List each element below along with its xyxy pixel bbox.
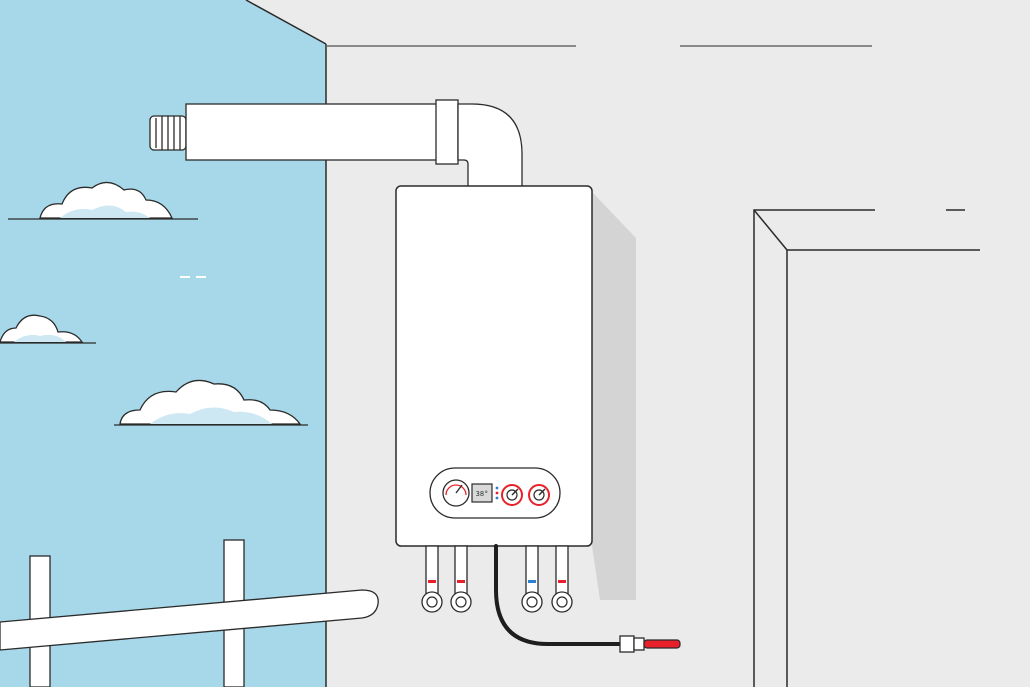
hose-nozzle (643, 639, 681, 649)
pressure-gauge-icon (442, 479, 470, 507)
dial-icon[interactable] (528, 484, 550, 506)
indicator-dots (495, 486, 499, 500)
display-readout: 38° (476, 490, 489, 498)
valve-marker-red (558, 580, 566, 583)
hose-connector (619, 635, 635, 653)
boiler-pipes (421, 545, 573, 613)
control-panel: 38° (429, 467, 561, 519)
boiler-shadow (592, 192, 636, 600)
cloud-icon (8, 181, 198, 220)
flue-pipe (149, 99, 523, 189)
valve-marker-red (457, 580, 465, 583)
dial-icon[interactable] (501, 484, 523, 506)
display-icon: 38° (471, 483, 493, 503)
window-frame-edge (245, 0, 327, 45)
cloud-icon (114, 379, 308, 426)
valve-marker-red (428, 580, 436, 583)
balcony-railing (0, 539, 379, 687)
cloud-icon (0, 314, 96, 344)
doorway (753, 209, 980, 687)
hose-connector (633, 637, 645, 651)
drain-hose (494, 544, 681, 653)
sky-panel (0, 0, 326, 687)
valve-marker-blue (528, 580, 536, 583)
